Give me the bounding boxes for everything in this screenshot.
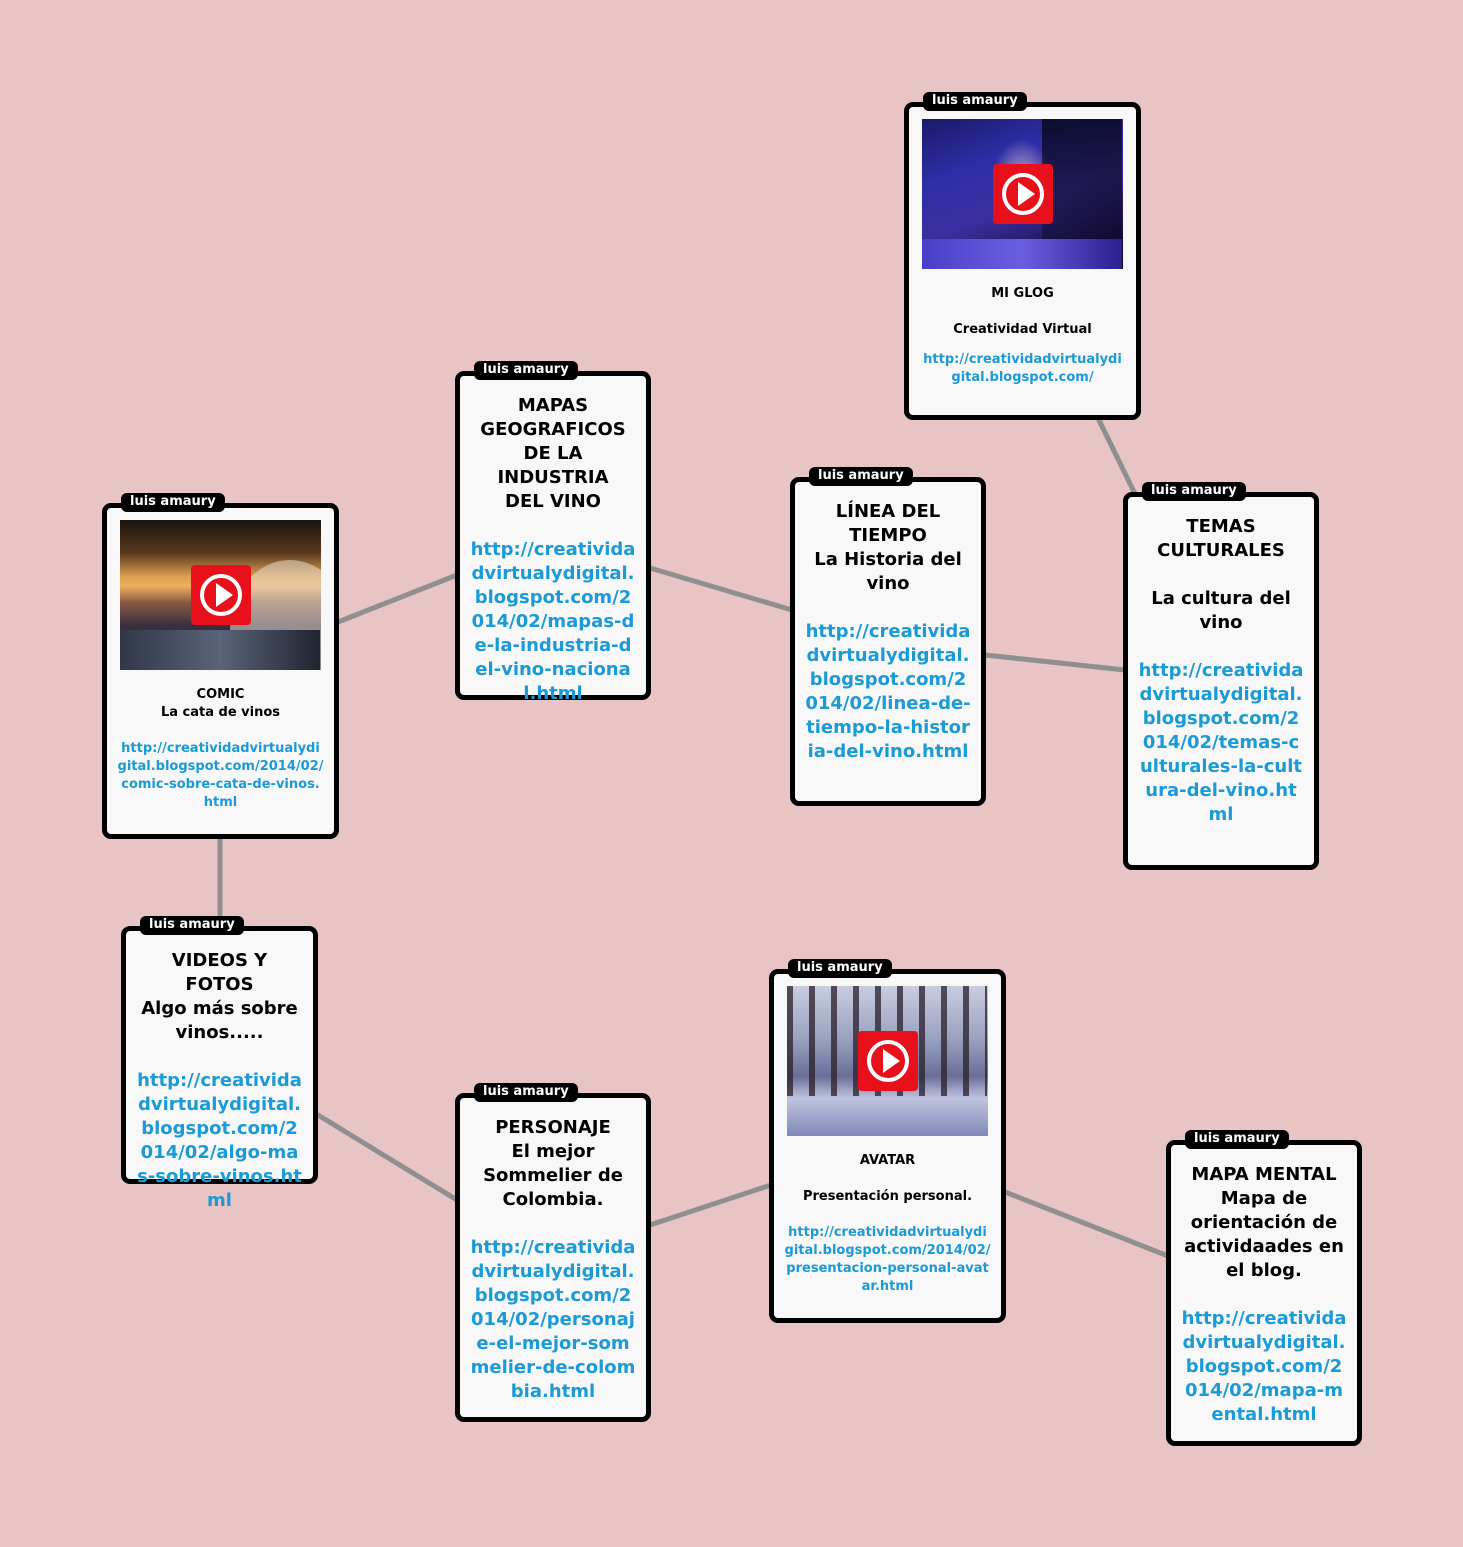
connector-linea-temas — [985, 655, 1125, 670]
author-badge: luis amaury — [1142, 482, 1246, 501]
card-link[interactable]: http://creatividadvirtualydigital.blogsp… — [136, 1069, 303, 1213]
card-mi-glog[interactable]: luis amaury MI GLOG Creatividad Virtual … — [904, 102, 1141, 420]
card-subtitle: Presentación personal. — [784, 1188, 991, 1206]
card-title: MAPA MENTAL — [1181, 1163, 1347, 1187]
author-badge: luis amaury — [809, 467, 913, 486]
card-subtitle: Algo más sobre vinos..... — [136, 997, 303, 1045]
card-title: VIDEOS Y FOTOS — [136, 949, 303, 997]
play-icon[interactable] — [993, 164, 1053, 224]
card-link[interactable]: http://creatividadvirtualydigital.blogsp… — [470, 1236, 636, 1404]
card-subtitle: Creatividad Virtual — [919, 321, 1126, 339]
card-personaje[interactable]: luis amaury PERSONAJE El mejor Sommelier… — [455, 1093, 651, 1422]
card-title: LÍNEA DEL TIEMPO — [805, 500, 971, 548]
card-title: MAPAS GEOGRAFICOS DE LA INDUSTRIA DEL VI… — [470, 394, 636, 514]
video-thumbnail[interactable] — [787, 986, 988, 1136]
author-badge: luis amaury — [1185, 1130, 1289, 1149]
card-link[interactable]: http://creatividadvirtualydigital.blogsp… — [1181, 1307, 1347, 1427]
card-title: PERSONAJE — [470, 1116, 636, 1140]
card-link[interactable]: http://creatividadvirtualydigital.blogsp… — [1138, 659, 1304, 827]
card-avatar[interactable]: luis amaury AVATAR Presentación personal… — [769, 969, 1006, 1323]
card-title: AVATAR — [784, 1152, 991, 1170]
card-temas-culturales[interactable]: luis amaury TEMAS CULTURALES La cultura … — [1123, 492, 1319, 870]
card-mapa-mental[interactable]: luis amaury MAPA MENTAL Mapa de orientac… — [1166, 1140, 1362, 1446]
author-badge: luis amaury — [923, 92, 1027, 111]
card-title: COMIC — [117, 686, 324, 704]
author-badge: luis amaury — [140, 916, 244, 935]
card-title: TEMAS CULTURALES — [1138, 515, 1304, 563]
card-linea-del-tiempo[interactable]: luis amaury LÍNEA DEL TIEMPO La Historia… — [790, 477, 986, 806]
author-badge: luis amaury — [474, 1083, 578, 1102]
card-subtitle: La cata de vinos — [117, 704, 324, 722]
play-icon[interactable] — [858, 1031, 918, 1091]
author-badge: luis amaury — [474, 361, 578, 380]
video-thumbnail[interactable] — [922, 119, 1123, 269]
connector-avatar-mapamental — [1005, 1192, 1168, 1256]
card-videos-y-fotos[interactable]: luis amaury VIDEOS Y FOTOS Algo más sobr… — [121, 926, 318, 1184]
card-subtitle: Mapa de orientación de actividaades en e… — [1181, 1187, 1347, 1283]
video-thumbnail[interactable] — [120, 520, 321, 670]
card-subtitle: La Historia del vino — [805, 548, 971, 596]
card-comic[interactable]: luis amaury COMIC La cata de vinos http:… — [102, 503, 339, 839]
connector-personaje-avatar — [650, 1185, 771, 1225]
card-mapas-geograficos[interactable]: luis amaury MAPAS GEOGRAFICOS DE LA INDU… — [455, 371, 651, 700]
card-subtitle: El mejor Sommelier de Colombia. — [470, 1140, 636, 1212]
card-link[interactable]: http://creatividadvirtualydigital.blogsp… — [784, 1224, 991, 1296]
connector-videos-personaje — [318, 1115, 457, 1200]
card-subtitle: La cultura del vino — [1138, 587, 1304, 635]
connector-glog-temas — [1098, 418, 1135, 494]
card-link[interactable]: http://creatividadvirtualydigital.blogsp… — [117, 740, 324, 812]
author-badge: luis amaury — [121, 493, 225, 512]
card-title: MI GLOG — [919, 285, 1126, 303]
card-link[interactable]: http://creatividadvirtualydigital.blogsp… — [919, 351, 1126, 387]
connector-comic-mapas — [338, 575, 457, 622]
card-link[interactable]: http://creatividadvirtualydigital.blogsp… — [805, 620, 971, 764]
card-link[interactable]: http://creatividadvirtualydigital.blogsp… — [470, 538, 636, 706]
author-badge: luis amaury — [788, 959, 892, 978]
play-icon[interactable] — [191, 565, 251, 625]
connector-mapas-linea — [650, 568, 792, 610]
